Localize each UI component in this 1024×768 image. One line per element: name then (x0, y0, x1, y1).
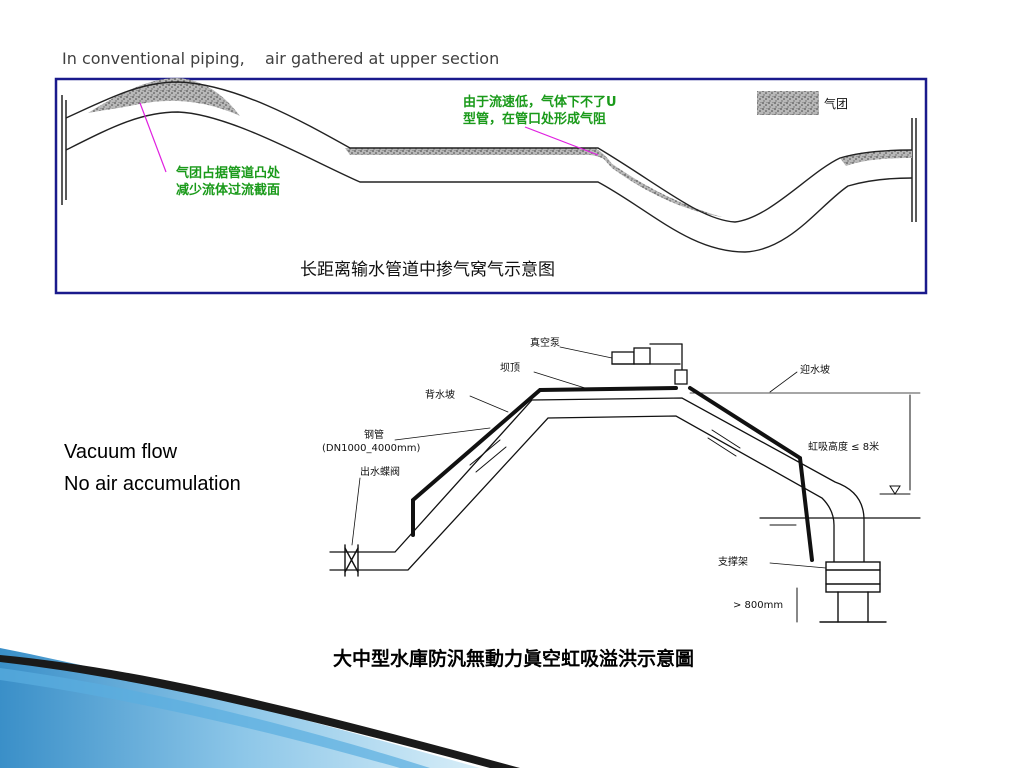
leader-dam-crest (533, 371, 586, 389)
label-support-frame: 支撑架 (718, 555, 748, 568)
leader-back-slope (469, 395, 509, 413)
leader-front-slope (769, 371, 798, 393)
legend-label: 气团 (824, 96, 848, 111)
vacuum-pump-icon (611, 343, 688, 385)
decorative-swoosh (0, 648, 520, 768)
label-front-slope: 迎水坡 (800, 363, 830, 376)
bottom-diagram-caption: 大中型水庫防汎無動力眞空虹吸溢洪示意圖 (333, 647, 694, 670)
pipe-break-mark-4 (707, 437, 737, 457)
label-siphon-height: 虹吸高度 ≤ 8米 (808, 440, 879, 453)
label-steel-pipe: 钢管 (364, 428, 384, 441)
support-frame-icon (819, 561, 887, 623)
pipe-wall-inner (329, 415, 835, 571)
pipe-upper-wall (65, 81, 913, 223)
slide-title: In conventional piping, air gathered at … (62, 49, 500, 68)
leader-outlet-valve (351, 477, 361, 546)
air-pocket-hump (88, 78, 240, 116)
water-level-marker (889, 485, 901, 495)
no-air-label: No air accumulation (64, 473, 241, 495)
label-depth: > 800mm (733, 600, 783, 611)
annotation-left-line1: 气团占据管道凸处 (176, 165, 281, 181)
label-dam-crest: 坝顶 (500, 362, 520, 374)
label-back-slope: 背水坡 (425, 388, 455, 401)
leader-steel-pipe (394, 427, 491, 441)
annotation-top-line1: 由于流速低，气体下不了U (463, 94, 617, 110)
legend-swatch (757, 91, 819, 115)
pointer-line-top (524, 126, 599, 156)
siphon-labels: 真空泵 坝顶 背水坡 迎水坡 钢管 (DN1000_4000mm) 出水蝶阀 虹… (322, 336, 879, 670)
air-pocket-flat (345, 148, 612, 164)
pipe-break-mark-2 (475, 446, 507, 473)
siphon-diagram (329, 343, 921, 623)
annotation-left-line2: 减少流体过流截面 (176, 182, 280, 198)
pipe-lower-wall (65, 111, 913, 253)
pointer-line-left (139, 102, 167, 173)
leader-support-frame (769, 562, 827, 569)
right-flange (911, 118, 917, 222)
dam-front-slope (688, 386, 814, 562)
vacuum-flow-label: Vacuum flow (64, 441, 178, 463)
annotation-top-line2: 型管，在管口处形成气阻 (463, 111, 606, 127)
dam-outline (411, 386, 678, 537)
conventional-pipe-diagram: 由于流速低，气体下不了U 型管，在管口处形成气阻 气团占据管道凸处 减少流体过流… (54, 77, 928, 295)
label-vacuum-pump: 真空泵 (530, 336, 560, 349)
pipe-wall-outer (329, 397, 865, 563)
leader-vacuum-pump (559, 346, 613, 359)
pipe-break-mark-1 (469, 439, 501, 466)
label-outlet-valve: 出水蝶阀 (360, 465, 400, 478)
outlet-valve-icon (344, 544, 359, 577)
top-diagram-caption: 长距离输水管道中掺气窝气示意图 (300, 260, 555, 280)
label-pipe-spec: (DN1000_4000mm) (322, 443, 420, 454)
pipe-break-mark-3 (711, 429, 741, 449)
